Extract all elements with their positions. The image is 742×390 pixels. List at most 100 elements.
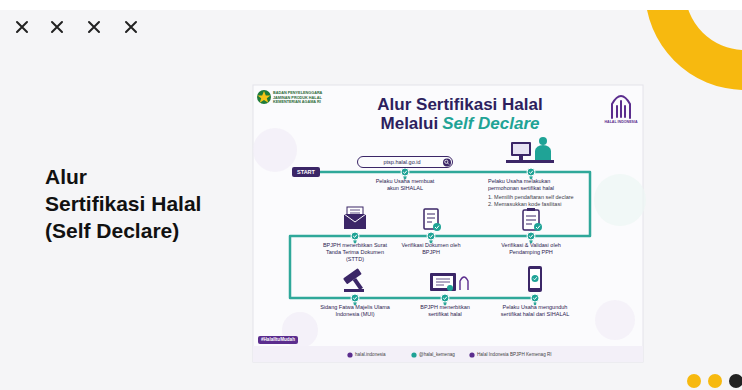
certificate-icon [430, 273, 456, 291]
process-step: Verifikasi Dokumen oleh BPJPH [396, 242, 466, 256]
flow-connector [320, 172, 405, 178]
yellow-arc [645, 10, 742, 90]
computer-icon [539, 137, 547, 145]
check-dot [529, 235, 533, 238]
gavel-icon [343, 268, 362, 284]
page-dots [729, 374, 742, 388]
certificate-icon [436, 279, 450, 285]
gavel-icon [343, 268, 369, 294]
process-step: Verifikasi & Validasi oleh Pendamping PP… [495, 242, 567, 256]
check-dot [533, 297, 537, 300]
computer-icon [535, 145, 551, 160]
flow-connector [355, 298, 445, 304]
clipboard-icon [534, 223, 542, 231]
check-dot [441, 294, 449, 302]
halal-logo [612, 96, 630, 118]
process-step: BPJPH menerbitkan sertifikat halal [410, 304, 480, 318]
check-dot [427, 232, 435, 240]
process-step: BPJPH menerbitkan Surat Tanda Terima Dok… [320, 242, 390, 263]
step-note: 1. Memilih pendaftaran self declare 2. M… [488, 194, 574, 208]
cross-marks [89, 22, 99, 32]
social-icons [347, 352, 352, 357]
slide-title: Alur Sertifikasi Halal (Self Declare) [45, 163, 235, 244]
step-text: BPJPH menerbitkan Surat Tanda Terima Dok… [320, 242, 390, 263]
cross-marks [17, 22, 27, 32]
panel-title-block: Alur Sertifikasi Halal MelaluiSelf Decla… [365, 95, 555, 133]
start-tag: START [292, 167, 320, 177]
social-icons [347, 352, 474, 357]
phone-icon [532, 275, 539, 282]
search-icon [443, 159, 451, 167]
check-dot [427, 232, 435, 240]
infographic-panel [595, 300, 635, 340]
halal-logo [612, 96, 630, 118]
check-dot [351, 232, 359, 240]
clipboard-icon [523, 210, 539, 230]
flow-connector [445, 298, 535, 304]
clipboard-icon [536, 226, 540, 229]
check-dot [401, 168, 409, 176]
agency-name: BADAN PENYELENGGARA JAMINAN PRODUK HALAL… [273, 91, 333, 105]
infographic-panel [253, 85, 643, 362]
check-dot [527, 232, 535, 240]
check-dot [403, 171, 407, 174]
envelope-icon [350, 210, 360, 213]
check-dot [351, 294, 359, 302]
search-icon [448, 163, 450, 165]
check-dot [527, 168, 535, 176]
phone-icon [528, 266, 542, 292]
check-dot [527, 232, 535, 240]
check-dot [401, 168, 409, 176]
cross-marks [126, 22, 136, 32]
clipboard-icon [523, 208, 542, 231]
search-icon [445, 160, 448, 163]
envelope-icon [344, 214, 366, 222]
clipboard-icon [527, 208, 535, 211]
check-dot [531, 294, 539, 302]
check-dot [351, 232, 359, 240]
social-handle: Halal Indonesia BPJPH Kemenag RI [477, 352, 552, 358]
process-step: Sidang Fatwa Majelis Ulama Indonesia (MU… [319, 304, 391, 318]
check-dot [527, 168, 535, 176]
computer-icon [513, 144, 529, 154]
social-icons [411, 352, 416, 357]
social-handle: @halal_kemenag [419, 352, 455, 358]
step-text: BPJPH menerbitkan sertifikat halal [410, 304, 480, 318]
flow-connector [405, 172, 531, 178]
certificate-icon [460, 277, 468, 290]
flow-connector [431, 236, 531, 242]
document-icon [433, 223, 441, 231]
step-text: Sidang Fatwa Majelis Ulama Indonesia (MU… [319, 304, 391, 318]
document-icon [424, 209, 441, 231]
phone-icon [533, 277, 537, 280]
kemenag-logo [258, 91, 271, 103]
halal-logo [616, 106, 618, 117]
envelope-icon [344, 207, 366, 229]
check-dot [531, 294, 539, 302]
infographic-panel [253, 346, 643, 362]
search-icon [443, 159, 451, 167]
cross-marks [17, 22, 136, 32]
gavel-icon [344, 289, 364, 292]
clipboard-icon [526, 216, 536, 224]
infographic-panel [253, 85, 646, 362]
check-dot [429, 235, 433, 238]
check-dot [441, 294, 449, 302]
phone-icon [528, 266, 542, 292]
document-icon [427, 214, 435, 222]
infographic-panel [253, 128, 297, 172]
social-handle: halal.indonesia [355, 352, 386, 358]
step-text: START [297, 169, 315, 176]
kemenag-logo [257, 90, 271, 104]
halal-logo [620, 101, 622, 117]
process-step: Pelaku Usaha membuat akun SIHALAL [369, 178, 441, 192]
computer-icon [511, 142, 531, 156]
phone-icon [530, 269, 540, 288]
top-strip [0, 0, 742, 10]
check-dot [353, 235, 357, 238]
computer-icon [519, 156, 523, 160]
step-text: Verifikasi Dokumen oleh BPJPH [396, 242, 466, 256]
infographic-panel [594, 174, 646, 226]
certificate-icon [430, 273, 468, 291]
step-text: Pelaku Usaha melakukan permohonan sertif… [488, 178, 574, 192]
